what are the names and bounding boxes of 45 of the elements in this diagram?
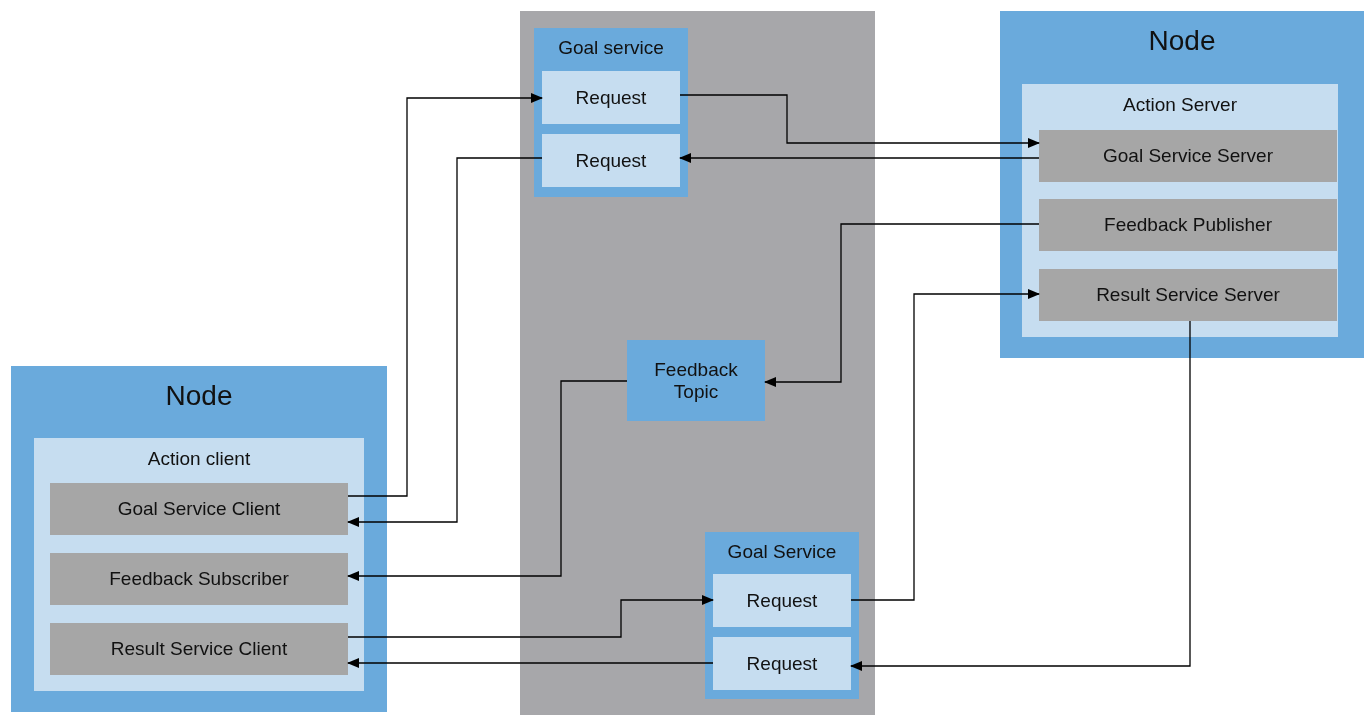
topic-box <box>627 340 765 421</box>
node-label: Feedback Topic <box>653 358 739 403</box>
band-background <box>520 11 875 715</box>
arrow <box>764 223 1040 387</box>
request-box <box>542 71 680 124</box>
arrow <box>850 320 1191 671</box>
component-box <box>1000 11 1364 358</box>
node-label: Goal Service Client <box>116 498 282 520</box>
process-box <box>50 483 348 535</box>
arrow <box>347 380 628 581</box>
node-label: Feedback Publisher <box>1103 214 1273 236</box>
arrow <box>347 658 714 668</box>
arrow <box>347 157 543 527</box>
request-box <box>542 134 680 187</box>
container-box <box>1022 84 1338 337</box>
heading-label: Node <box>1147 25 1217 57</box>
arrow <box>347 595 714 638</box>
process-box <box>50 553 348 605</box>
node-label: Result Service Server <box>1095 284 1281 306</box>
node-label: Request <box>574 149 648 172</box>
node-label: Goal Service Server <box>1102 145 1274 167</box>
container-box <box>34 438 364 691</box>
node-label: Request <box>745 652 819 675</box>
request-box <box>713 574 851 627</box>
heading-label: Action Server <box>1121 94 1238 116</box>
arrow <box>679 153 1040 163</box>
node-label: Request <box>745 589 819 612</box>
arrow <box>679 94 1040 148</box>
component-box <box>534 28 688 197</box>
heading-label: Goal service <box>557 37 665 59</box>
arrow <box>850 289 1040 601</box>
request-box <box>713 637 851 690</box>
process-box <box>1039 269 1337 321</box>
node-label: Request <box>574 86 648 109</box>
heading-label: Goal Service <box>726 541 838 563</box>
component-box <box>11 366 387 712</box>
node-label: Feedback Subscriber <box>108 568 290 590</box>
heading-label: Node <box>164 380 234 412</box>
heading-label: Action client <box>146 448 252 470</box>
node-label: Result Service Client <box>109 638 289 660</box>
process-box <box>1039 130 1337 182</box>
process-box <box>1039 199 1337 251</box>
arrow <box>347 93 543 497</box>
component-box <box>705 532 859 699</box>
process-box <box>50 623 348 675</box>
